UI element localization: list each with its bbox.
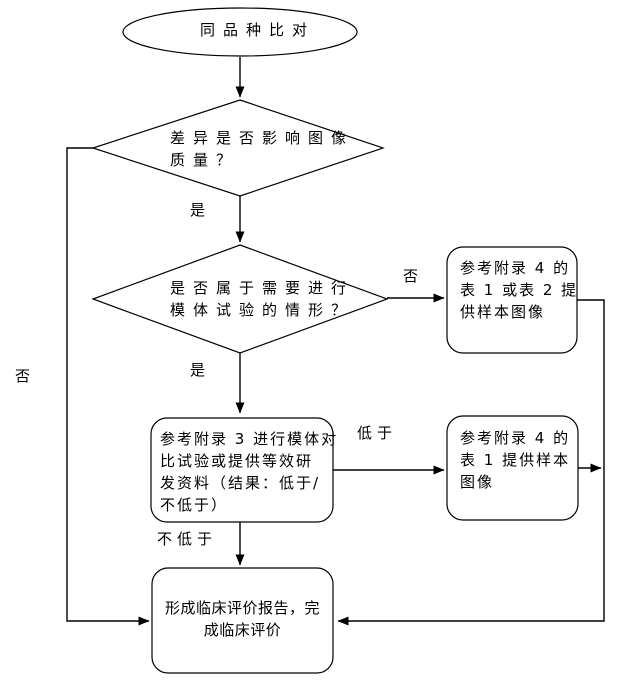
phantom-test-line3: 发资料（结果：低于/ <box>160 474 321 492</box>
decision-image-quality-line1: 差异是否影响图像 <box>170 129 355 147</box>
decision-image-quality-text: 差异是否影响图像 质量？ <box>170 127 354 171</box>
edge-label-lower: 低于 <box>357 424 398 442</box>
report-line2: 成临床评价 <box>203 621 282 639</box>
appendix4-table1-line3: 图像 <box>460 473 495 491</box>
decision-phantom-needed-line1: 是否属于需要进行 <box>170 279 355 297</box>
start-ellipse <box>122 7 358 57</box>
edge-label-no-left: 否 <box>15 367 31 385</box>
edge-label-yes-2: 是 <box>190 361 206 379</box>
appendix4-table1-text: 参考附录 4 的 表 1 提供样本 图像 <box>460 427 570 493</box>
appendix4-table1-line2: 表 1 提供样本 <box>460 451 571 469</box>
appendix4-table1-line1: 参考附录 4 的 <box>460 429 571 447</box>
edge-label-no-right: 否 <box>403 267 419 285</box>
phantom-test-line1: 参考附录 3 进行模体对 <box>160 430 339 448</box>
arrow-table1or2-to-report <box>337 299 605 626</box>
decision-image-quality-line2: 质量？ <box>170 151 240 169</box>
edge-label-not-lower: 不低于 <box>157 530 218 548</box>
appendix4-table1or2-line1: 参考附录 4 的 <box>460 259 571 277</box>
report-text: 形成临床评价报告，完 成临床评价 <box>152 597 333 641</box>
report-line1: 形成临床评价报告，完 <box>164 599 320 617</box>
phantom-test-line2: 比试验或提供等效研 <box>160 452 314 470</box>
appendix4-table1or2-line3: 供样本图像 <box>460 303 546 321</box>
phantom-test-line4: 不低于） <box>160 496 229 514</box>
edge-label-yes-1: 是 <box>190 201 206 219</box>
phantom-test-text: 参考附录 3 进行模体对 比试验或提供等效研 发资料（结果：低于/ 不低于） <box>160 428 338 516</box>
start-label: 同品种比对 <box>200 21 316 39</box>
arrow-quality-no-to-report <box>66 147 150 626</box>
appendix4-table1or2-line2: 表 1 或表 2 提 <box>460 281 579 299</box>
decision-phantom-needed-text: 是否属于需要进行 模体试验的情形？ <box>170 277 354 321</box>
decision-phantom-needed-line2: 模体试验的情形？ <box>170 301 355 319</box>
appendix4-table1or2-text: 参考附录 4 的 表 1 或表 2 提 供样本图像 <box>460 257 578 323</box>
report-box <box>151 567 334 674</box>
